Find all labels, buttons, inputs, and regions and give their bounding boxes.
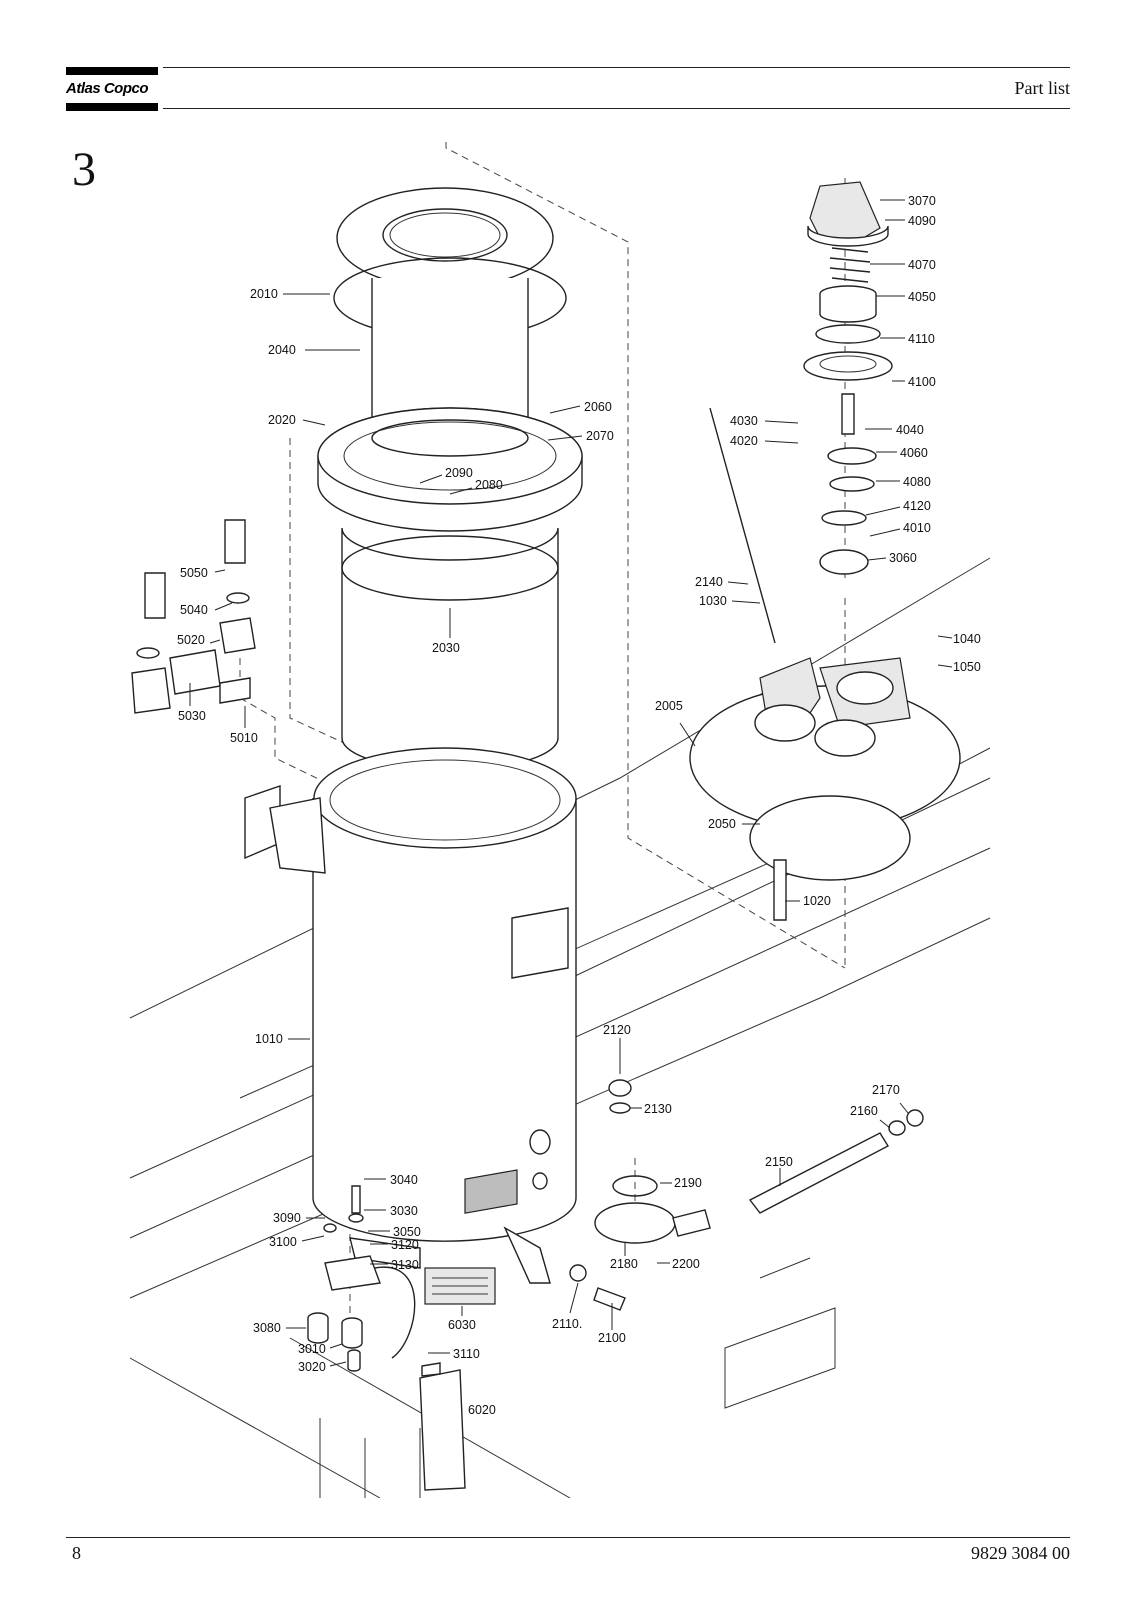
callout-3130: 3130 [391,1258,419,1272]
callout-1050: 1050 [953,660,981,674]
callout-3100: 3100 [269,1235,297,1249]
callout-3020: 3020 [298,1360,326,1374]
footer-doc-number: 9829 3084 00 [971,1543,1070,1563]
callout-4030: 4030 [730,414,758,428]
section-number: 3 [72,143,96,196]
callout-4120: 4120 [903,499,931,513]
callout-2140: 2140 [695,575,723,589]
callout-3050: 3050 [393,1225,421,1239]
callout-2110: 2110. [552,1317,582,1331]
callout-2180: 2180 [610,1257,638,1271]
callout-1020: 1020 [803,894,831,908]
callout-2050: 2050 [708,817,736,831]
valve-stack [709,181,893,644]
callout-2160: 2160 [850,1104,878,1118]
callout-4110: 4110 [908,332,935,346]
callout-3010: 3010 [298,1342,326,1356]
callout-2010: 2010 [250,287,278,301]
footer-page-number: 8 [72,1543,81,1563]
callout-4080: 4080 [903,475,931,489]
cylinder-shell-2030 [341,527,559,771]
callout-6020: 6020 [468,1403,496,1417]
callout-4050: 4050 [908,290,936,304]
callout-4010: 4010 [903,521,931,535]
header-rule-bottom [163,108,1070,109]
callout-4040: 4040 [896,423,924,437]
callout-2090: 2090 [445,466,473,480]
callout-3030: 3030 [390,1204,418,1218]
callout-2200: 2200 [672,1257,700,1271]
callout-4100: 4100 [908,375,936,389]
cylinder-flange-2020 [317,407,583,532]
callout-5010: 5010 [230,731,258,745]
pipe-assembly [569,1079,924,1311]
callout-2040: 2040 [268,343,296,357]
callout-4060: 4060 [900,446,928,460]
callout-3090: 3090 [273,1211,301,1225]
callout-2130: 2130 [644,1102,672,1116]
callout-2120: 2120 [603,1023,631,1037]
callout-4020: 4020 [730,434,758,448]
callout-2070: 2070 [586,429,614,443]
cover-flange-2005 [689,657,961,921]
callout-2100: 2100 [598,1331,626,1345]
callout-5040: 5040 [180,603,208,617]
callout-2020: 2020 [268,413,296,427]
callout-4090: 4090 [908,214,936,228]
mounting-hardware [307,1185,416,1372]
callout-3110: 3110 [453,1347,480,1361]
callout-2190: 2190 [674,1176,702,1190]
labels-and-can [419,1267,496,1491]
callout-1010: 1010 [255,1032,283,1046]
header-rule-top [163,67,1070,68]
callout-5050: 5050 [180,566,208,580]
callouts: 2010 2040 2020 2060 2070 2090 2080 2030 … [177,194,981,1417]
callout-3040: 3040 [390,1173,418,1187]
header-title: Part list [1014,78,1070,98]
main-vessel-1010 [244,747,577,1284]
logo-brand-text: Atlas Copco [66,80,149,97]
callout-4070: 4070 [908,258,936,272]
callout-1040: 1040 [953,632,981,646]
callout-6030: 6030 [448,1318,476,1332]
callout-5020: 5020 [177,633,205,647]
callout-2170: 2170 [872,1083,900,1097]
callout-3070: 3070 [908,194,936,208]
side-fittings [131,519,256,714]
callout-3080: 3080 [253,1321,281,1335]
exploded-parts-drawing: 2010 2040 2020 2060 2070 2090 2080 2030 … [129,142,991,1498]
callout-5030: 5030 [178,709,206,723]
atlas-copco-logo: Atlas Copco [66,67,158,113]
logo-bar-top [66,67,158,75]
top-flange-2010 [333,187,567,339]
callout-1030: 1030 [699,594,727,608]
callout-3120: 3120 [391,1238,419,1252]
callout-3060: 3060 [889,551,917,565]
footer-rule [66,1537,1070,1538]
callout-2080: 2080 [475,478,503,492]
callout-2005: 2005 [655,699,683,713]
logo-bar-bottom [66,103,158,111]
callout-2060: 2060 [584,400,612,414]
callout-2030: 2030 [432,641,460,655]
callout-2150: 2150 [765,1155,793,1169]
